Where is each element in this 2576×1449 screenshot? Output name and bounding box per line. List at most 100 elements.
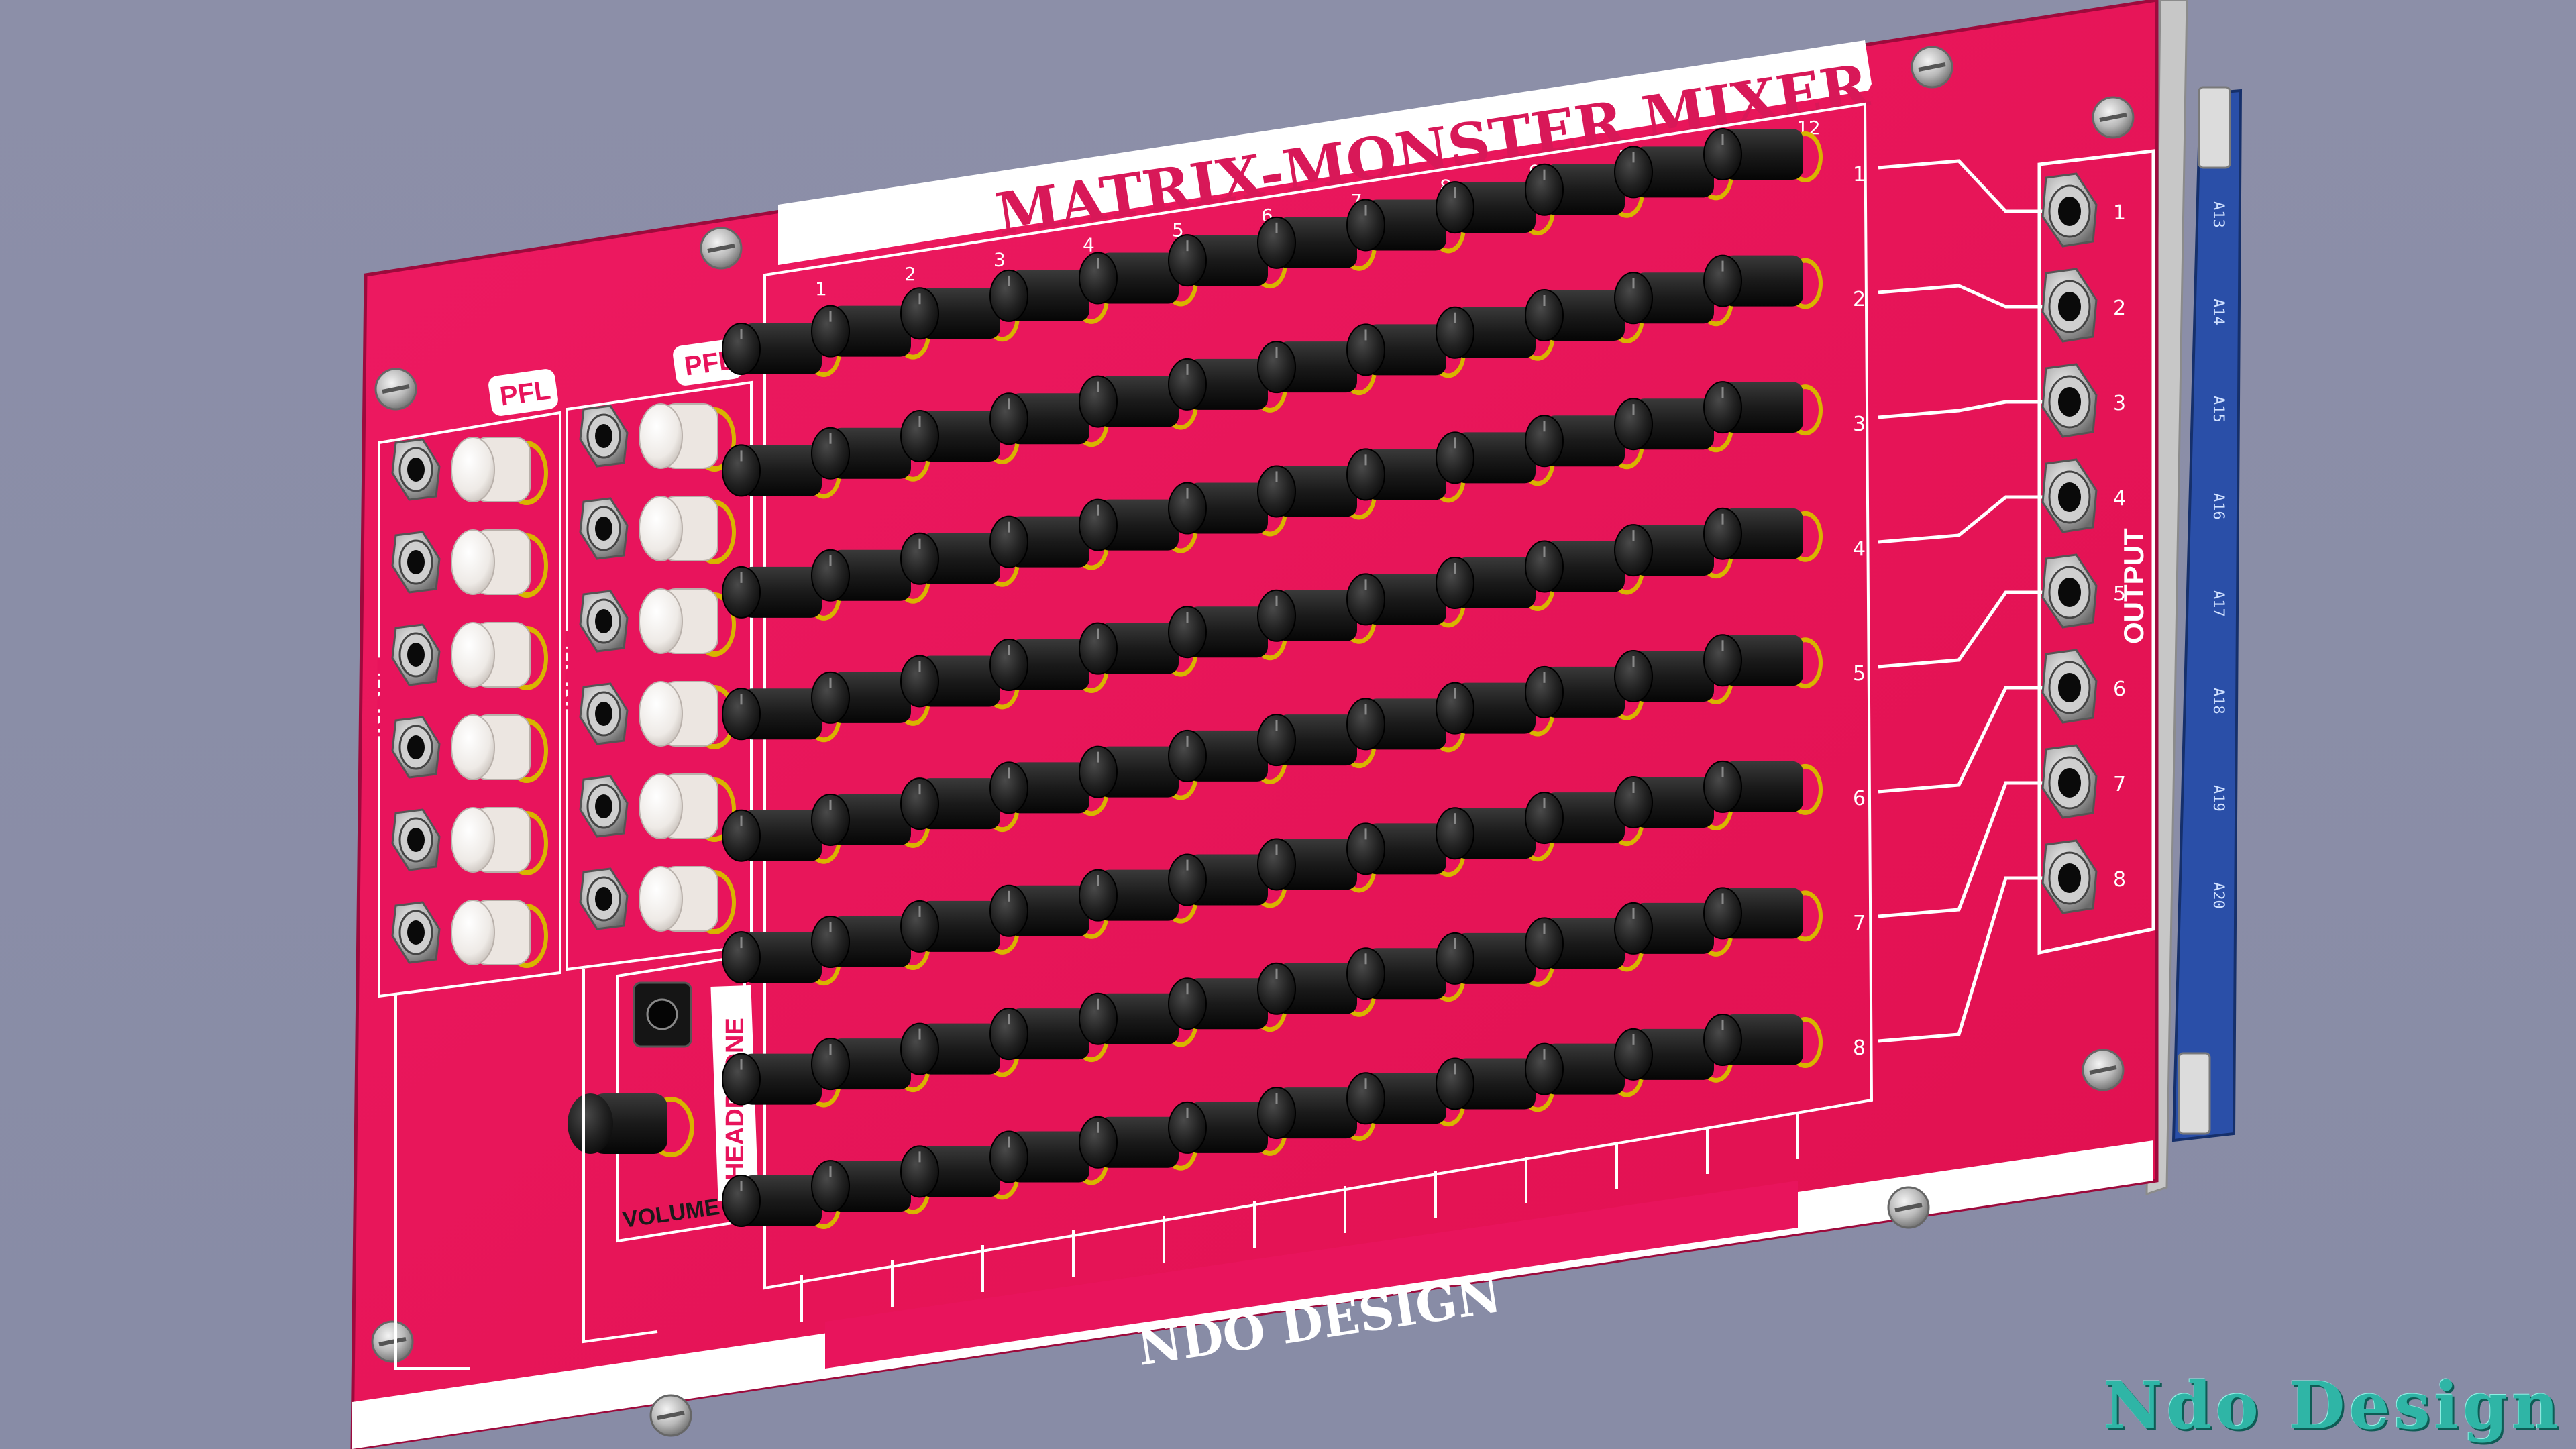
matrix-knob[interactable] [1703, 634, 1823, 689]
row-number: 6 [1853, 787, 1866, 810]
output-label: OUTPUT [2118, 528, 2149, 644]
output-trace [1878, 781, 2059, 918]
standoff-bottom [2178, 1052, 2211, 1135]
pcb-silkscreen-label: A18 [2210, 688, 2226, 714]
matrix-knob[interactable] [989, 639, 1109, 694]
pcb-silkscreen-label: A16 [2210, 493, 2226, 520]
output-traces [1878, 159, 2059, 1043]
matrix-knob[interactable] [1703, 381, 1823, 436]
pfl-button[interactable] [639, 773, 736, 842]
input-rail [394, 993, 470, 1370]
pcb-silkscreen-label: A15 [2210, 396, 2226, 423]
output-trace [1878, 159, 2059, 213]
input-jack[interactable] [579, 590, 629, 653]
input-jack[interactable] [391, 438, 441, 501]
input-jack[interactable] [391, 808, 441, 871]
column-number: 3 [994, 248, 1006, 270]
pcb-silkscreen-label: A14 [2210, 299, 2226, 325]
top-rail-band [778, 40, 1872, 265]
matrix-knob[interactable] [989, 269, 1109, 324]
output-jack-number: 7 [2113, 773, 2126, 796]
pfl-button[interactable] [639, 681, 736, 749]
column-number: 1 [815, 278, 827, 300]
screw-icon [2082, 1049, 2125, 1091]
watermark-logo: Ndo Design [2103, 1368, 2563, 1444]
pfl-button[interactable] [451, 900, 548, 968]
output-jack[interactable] [2041, 553, 2098, 629]
standoff-top [2198, 86, 2231, 169]
pcb-silkscreen-label: A13 [2210, 201, 2226, 228]
pfl-button[interactable] [451, 437, 548, 505]
output-trace [1878, 686, 2059, 794]
output-trace [1878, 495, 2059, 544]
output-jack[interactable] [2041, 363, 2098, 438]
pfl-button[interactable] [639, 496, 736, 564]
output-jack-number: 1 [2113, 201, 2126, 225]
input-jack[interactable] [391, 901, 441, 964]
bottom-bus-ticks [394, 969, 1799, 1370]
screw-icon [1887, 1186, 1930, 1229]
pcb-silkscreen-label: A20 [2210, 882, 2226, 909]
input-jack[interactable] [579, 867, 629, 930]
output-jack[interactable] [2041, 458, 2098, 533]
pcb-silkscreen-label: A17 [2210, 590, 2226, 617]
output-jack[interactable] [2041, 268, 2098, 343]
output-jack-number: 4 [2113, 487, 2126, 511]
output-jack[interactable] [2041, 172, 2098, 248]
matrix-knob[interactable] [1703, 254, 1823, 309]
pfl-button[interactable] [639, 866, 736, 934]
pfl-button[interactable] [451, 529, 548, 598]
output-trace [1878, 590, 2059, 669]
input-jack[interactable] [579, 497, 629, 560]
output-jack-number: 5 [2113, 582, 2126, 606]
pfl-label-1: PFL [498, 376, 553, 412]
volume-knob [568, 1093, 694, 1157]
column-number: 2 [904, 263, 916, 285]
input-jack[interactable] [391, 623, 441, 686]
row-number: 5 [1853, 662, 1866, 686]
screw-icon [371, 1320, 414, 1363]
output-jack[interactable] [2041, 839, 2098, 914]
output-jack-number: 6 [2113, 678, 2126, 701]
matrix-knob[interactable] [1703, 507, 1823, 562]
output-jack-number: 8 [2113, 868, 2126, 892]
screw-icon [649, 1394, 692, 1437]
matrix-knob[interactable] [1703, 760, 1823, 815]
pfl-button[interactable] [451, 622, 548, 690]
row-number: 1 [1853, 163, 1866, 186]
screw-icon [1911, 46, 1953, 89]
pfl-button[interactable] [451, 807, 548, 875]
output-jack-number: 3 [2113, 392, 2126, 415]
input-jack[interactable] [391, 531, 441, 594]
row-number: 2 [1853, 288, 1866, 311]
screw-icon [700, 227, 743, 270]
input-jack[interactable] [579, 682, 629, 745]
bottom-brand-band [825, 1181, 1798, 1368]
matrix-knob[interactable] [1703, 887, 1823, 942]
input-jack[interactable] [579, 405, 629, 468]
matrix-knob-grid [722, 128, 1823, 1229]
output-block [2037, 149, 2155, 955]
output-jack[interactable] [2041, 744, 2098, 819]
input-jacks [391, 403, 736, 968]
pcb-silkscreen-label: A19 [2210, 785, 2226, 812]
pfl-button[interactable] [639, 403, 736, 472]
screw-icon [374, 368, 417, 411]
row-number: 4 [1853, 537, 1866, 561]
input-jack[interactable] [391, 716, 441, 779]
mounting-screws [371, 46, 2135, 1437]
row-number: 3 [1853, 413, 1866, 436]
pfl-button[interactable] [639, 588, 736, 657]
output-jack[interactable] [2041, 649, 2098, 724]
matrix-knob[interactable] [1703, 128, 1823, 182]
matrix-knob[interactable] [1703, 1014, 1823, 1068]
headphone-jack-hole [646, 998, 678, 1030]
pfl-button[interactable] [451, 714, 548, 783]
column-number: 4 [1083, 234, 1095, 256]
input-jack[interactable] [579, 775, 629, 838]
